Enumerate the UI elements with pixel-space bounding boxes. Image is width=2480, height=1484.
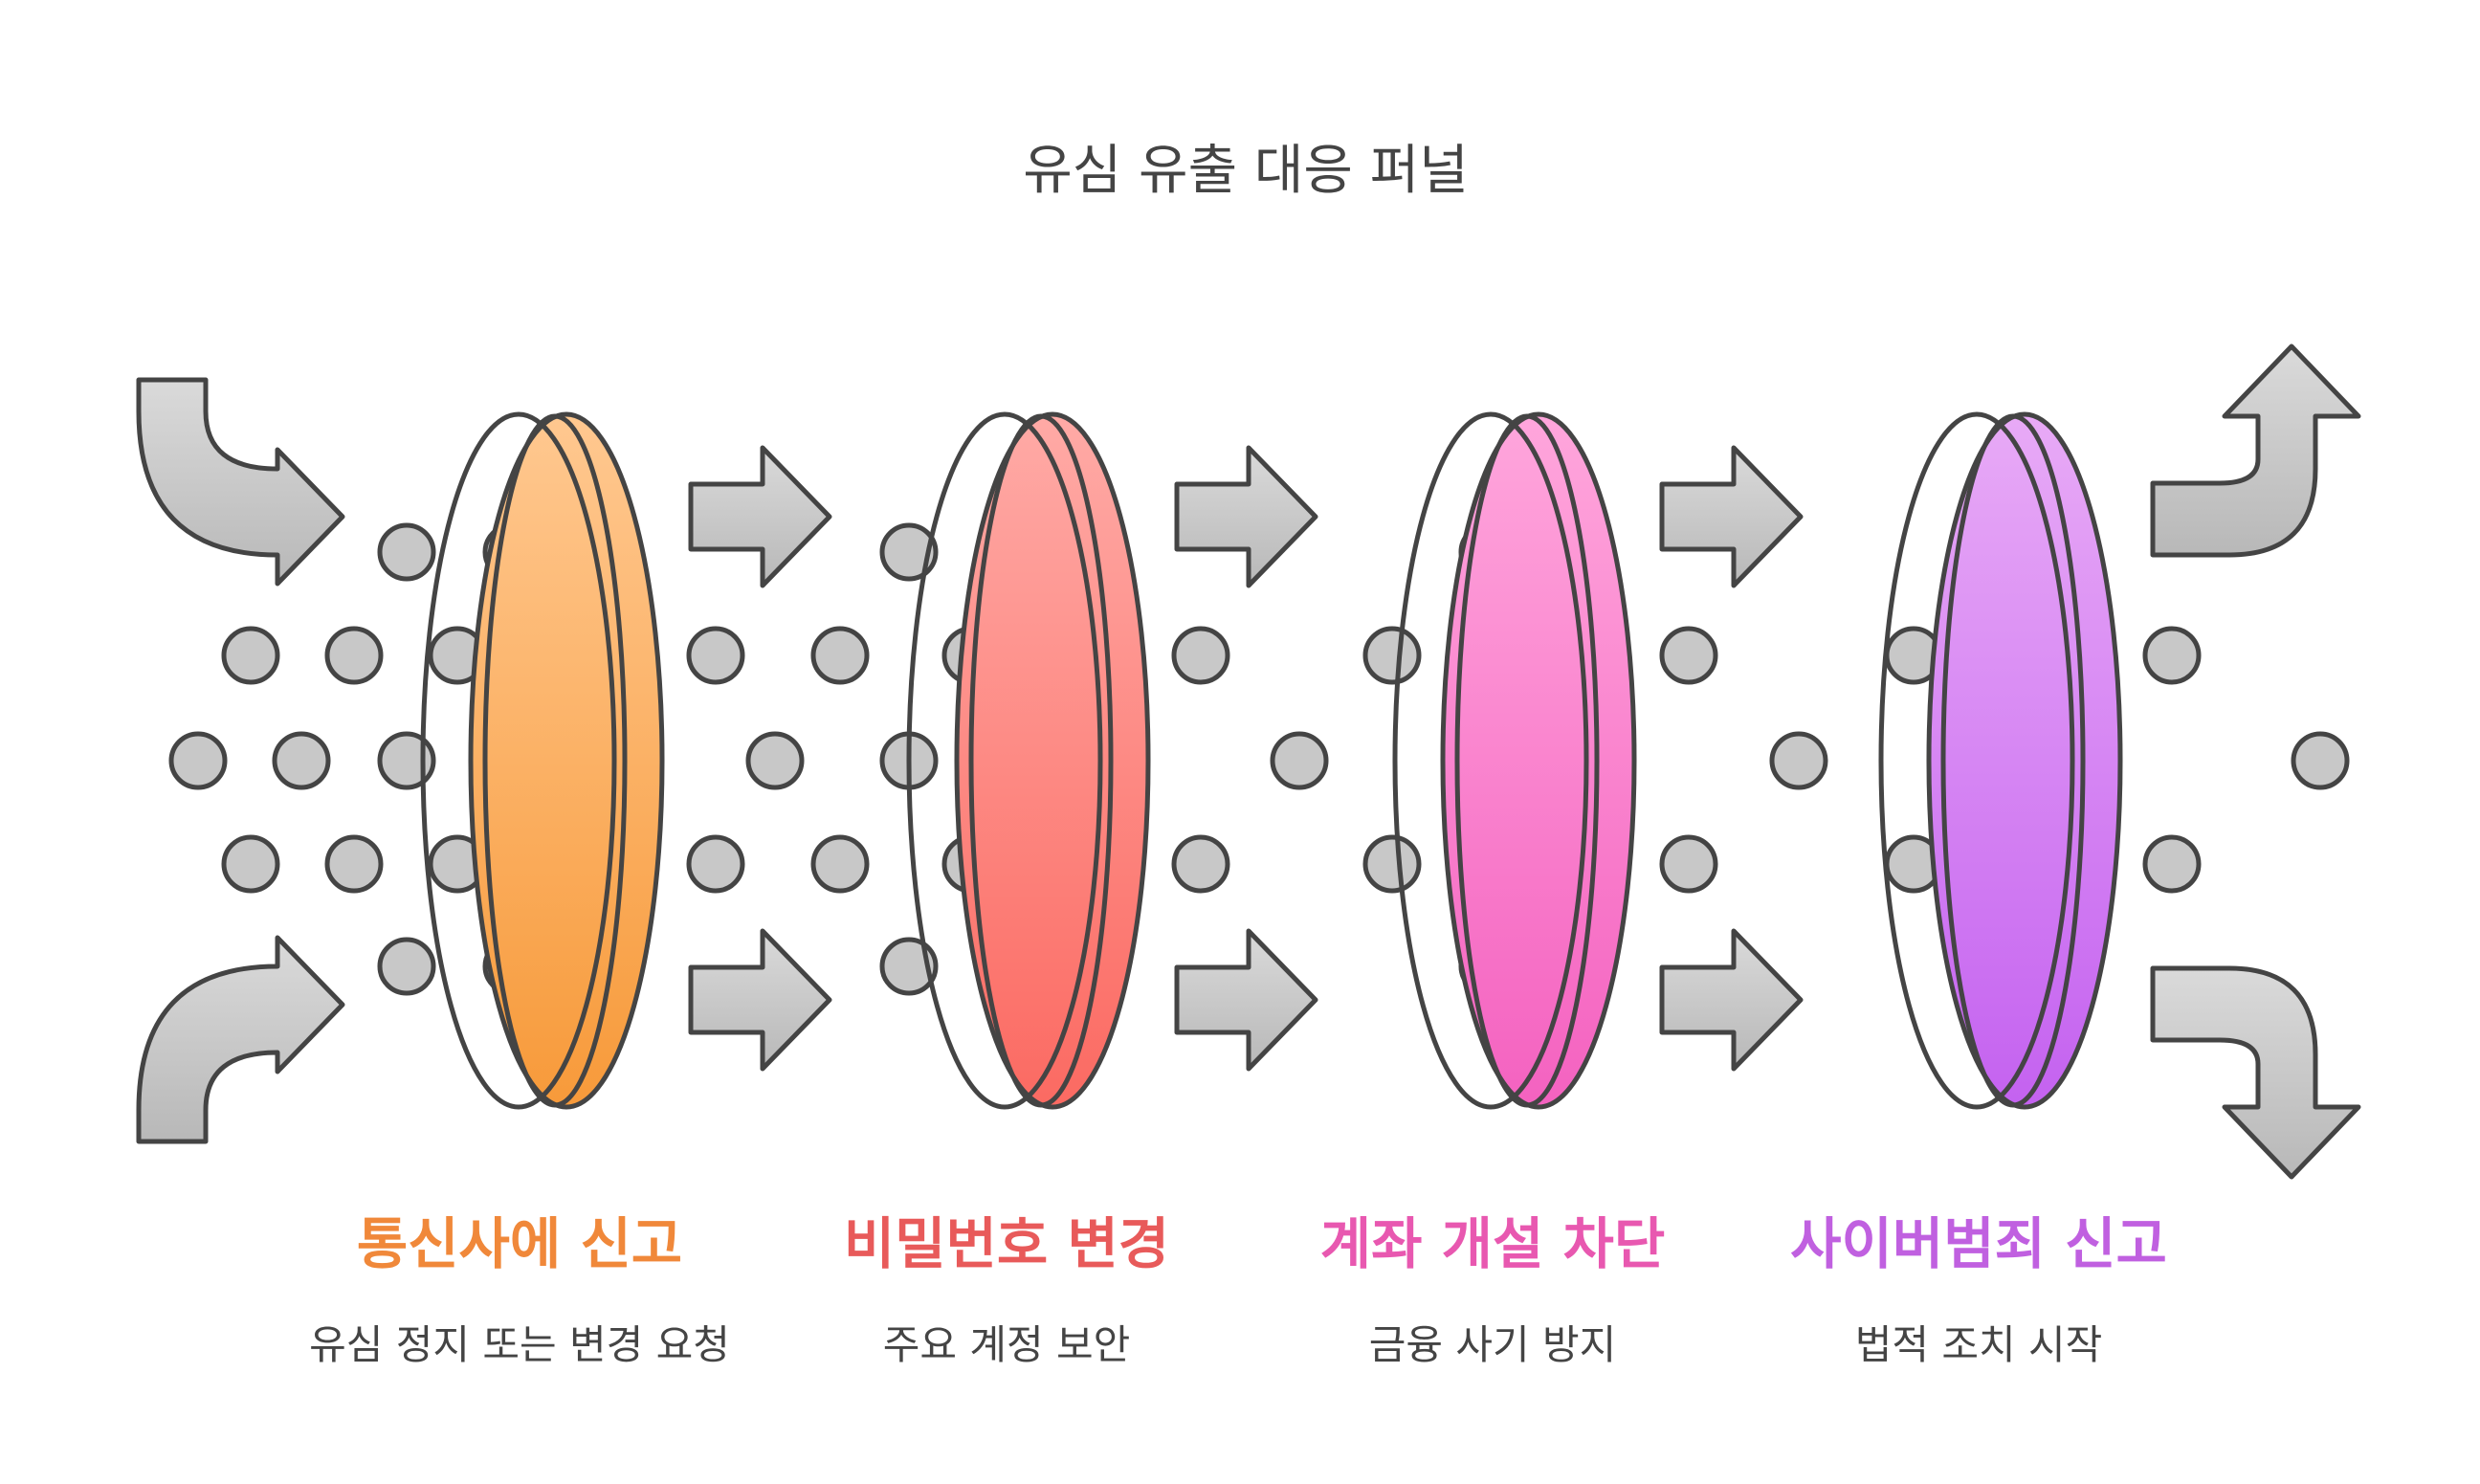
particle-dot: [810, 626, 870, 685]
ring-rim: [1878, 411, 2075, 1110]
ring-band: [954, 411, 1151, 1110]
stage-label-report-carrier: 통신사에 신고: [357, 1211, 682, 1276]
right-arrow-icon: [1659, 445, 1804, 588]
particle-dot: [377, 522, 436, 582]
particle-dot: [377, 937, 436, 996]
particle-dot: [1362, 626, 1422, 685]
particle-dot: [879, 937, 939, 996]
curved-arrow-out-bottom-icon: [2150, 965, 2361, 1180]
particle-dot: [1171, 834, 1230, 894]
particle-dot: [879, 522, 939, 582]
funnel-ring: [1878, 411, 2123, 1110]
ring-band: [1440, 411, 1637, 1110]
stage-label-block-account: 계좌 개설 차단: [1320, 1211, 1666, 1276]
stage-label-change-password: 비밀번호 변경: [844, 1211, 1169, 1276]
particle-dot: [221, 834, 280, 894]
funnel-rings: [420, 411, 2123, 1110]
curved-arrow-in-top-icon: [136, 377, 345, 587]
right-arrow-icon: [1174, 928, 1318, 1072]
particle-dot: [2142, 626, 2202, 685]
particle-dot: [2291, 731, 2350, 790]
funnel-ring: [420, 411, 665, 1110]
particle-dot: [1769, 731, 1828, 790]
particle-dot: [745, 731, 805, 790]
particle-dot: [1659, 834, 1718, 894]
stage-desc-report-cybercrime: 법적 조치 시작: [1855, 1321, 2103, 1368]
right-arrow-icon: [688, 928, 832, 1072]
ring-opening: [968, 413, 1114, 1108]
flow-arrows: [688, 445, 1804, 1072]
particle-dot: [1270, 731, 1329, 790]
ring-opening: [1940, 413, 2086, 1108]
right-arrow-icon: [1174, 445, 1318, 588]
particle-dot: [1659, 626, 1718, 685]
particle-dot: [168, 731, 228, 790]
particle-dot: [377, 731, 436, 790]
particle-dot: [221, 626, 280, 685]
particle-dot: [324, 626, 384, 685]
diagram-title: 유심 유출 대응 퍼널: [1023, 140, 1469, 202]
particle-dot: [2142, 834, 2202, 894]
particle-dot: [1171, 626, 1230, 685]
right-arrow-icon: [688, 445, 832, 588]
curved-arrow-out-top-icon: [2150, 343, 2361, 558]
particle-dot: [810, 834, 870, 894]
ring-opening: [482, 413, 628, 1108]
particle-dot: [272, 731, 331, 790]
ring-opening: [1454, 413, 1600, 1108]
stage-label-report-cybercrime: 사이버범죄 신고: [1790, 1211, 2167, 1276]
stage-desc-block-account: 금융 사기 방지: [1369, 1321, 1617, 1368]
particle-dot: [1362, 834, 1422, 894]
particle-dot: [324, 834, 384, 894]
funnel-ring: [1392, 411, 1637, 1110]
ring-band: [468, 411, 665, 1110]
ring-rim: [420, 411, 617, 1110]
right-arrow-icon: [1659, 928, 1804, 1072]
particle-dot: [686, 834, 745, 894]
particle-dot: [686, 626, 745, 685]
curved-arrow-in-bottom-icon: [136, 935, 345, 1144]
ring-rim: [906, 411, 1103, 1110]
ring-rim: [1392, 411, 1589, 1110]
ring-band: [1926, 411, 2123, 1110]
stage-desc-report-carrier: 유심 정지 또는 변경 요청: [309, 1321, 730, 1368]
stage-desc-change-password: 주요 계정 보안: [883, 1321, 1131, 1368]
funnel-ring: [906, 411, 1151, 1110]
